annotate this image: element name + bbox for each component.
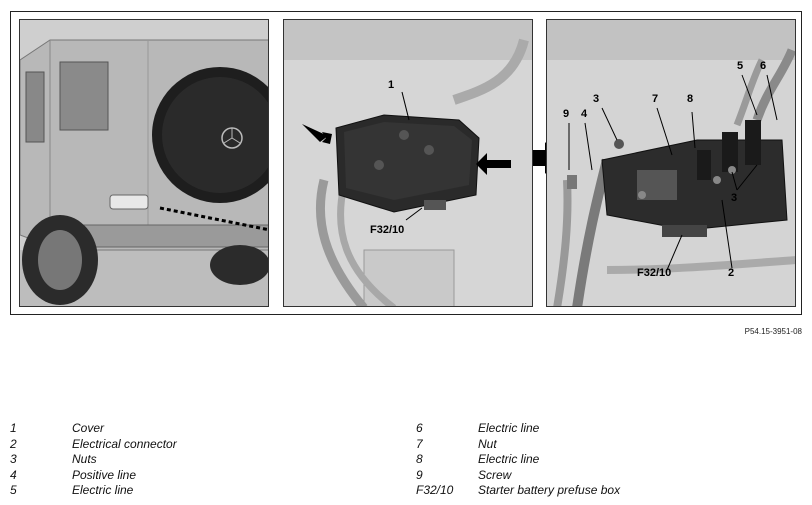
legend-item: 2 Electrical connector xyxy=(10,437,390,453)
legend-text: Electric line xyxy=(478,421,540,435)
callout-f32-10: F32/10 xyxy=(370,224,405,236)
prefuse-box-covered-image: 1 F32/10 xyxy=(283,19,533,307)
legend-text: Electrical connector xyxy=(72,436,177,451)
vehicle-rear-drawing xyxy=(20,20,268,306)
callout-2: 2 xyxy=(728,267,735,279)
legend-text: Nuts xyxy=(72,452,97,467)
legend-number: 5 xyxy=(10,483,17,498)
legend-text: Positive line xyxy=(72,467,137,482)
callout-1: 1 xyxy=(388,79,395,91)
legend-number: 6 xyxy=(416,421,423,435)
callout-3-top: 3 xyxy=(593,93,600,105)
legend-text: Cover xyxy=(72,421,105,435)
callout-f32-10-open: F32/10 xyxy=(637,267,672,279)
callout-7: 7 xyxy=(652,93,659,105)
legend-number: 9 xyxy=(416,467,423,482)
legend-number: F32/10 xyxy=(416,483,454,498)
legend-number: 4 xyxy=(10,467,17,482)
open-box-drawing xyxy=(547,20,795,306)
legend-item: 8 Electric line xyxy=(416,452,796,468)
callout-3-bottom: 3 xyxy=(731,192,738,204)
cover-drawing xyxy=(284,20,532,306)
legend-number: 2 xyxy=(10,436,17,451)
legend-number: 3 xyxy=(10,452,17,467)
legend-text: Electric line xyxy=(478,452,540,467)
figure-reference-code: P54.15-3951-08 xyxy=(744,327,802,336)
legend-text: Electric line xyxy=(72,483,134,498)
legend-item: 1 Cover xyxy=(10,421,390,437)
legend-number: 1 xyxy=(10,421,17,435)
legend-item: 5 Electric line xyxy=(10,483,390,499)
legend-text: Nut xyxy=(478,436,497,451)
illustration-frame: 1 F32/10 xyxy=(10,11,802,315)
callout-8: 8 xyxy=(687,93,694,105)
legend-number: 7 xyxy=(416,436,423,451)
legend-number: 8 xyxy=(416,452,423,467)
legend-item: 6 Electric line xyxy=(416,421,796,437)
prefuse-box-open-image: 9 4 3 7 8 5 6 3 2 F32/10 xyxy=(546,19,796,307)
callout-5: 5 xyxy=(737,60,744,72)
legend-item: 7 Nut xyxy=(416,437,796,453)
vehicle-rear-view-image xyxy=(19,19,269,307)
legend-text: Screw xyxy=(478,467,512,482)
legend-item: 4 Positive line xyxy=(10,468,390,484)
legend-item: F32/10 Starter battery prefuse box xyxy=(416,483,796,499)
legend-item: 9 Screw xyxy=(416,468,796,484)
legend-item: 3 Nuts xyxy=(10,452,390,468)
legend-left-column: 1 Cover 2 Electrical connector 3 Nuts 4 Posi… xyxy=(10,421,390,499)
callout-9: 9 xyxy=(563,108,570,120)
legend-text: Starter battery prefuse box xyxy=(478,483,621,498)
callout-6: 6 xyxy=(760,60,767,72)
callout-4: 4 xyxy=(581,108,588,120)
